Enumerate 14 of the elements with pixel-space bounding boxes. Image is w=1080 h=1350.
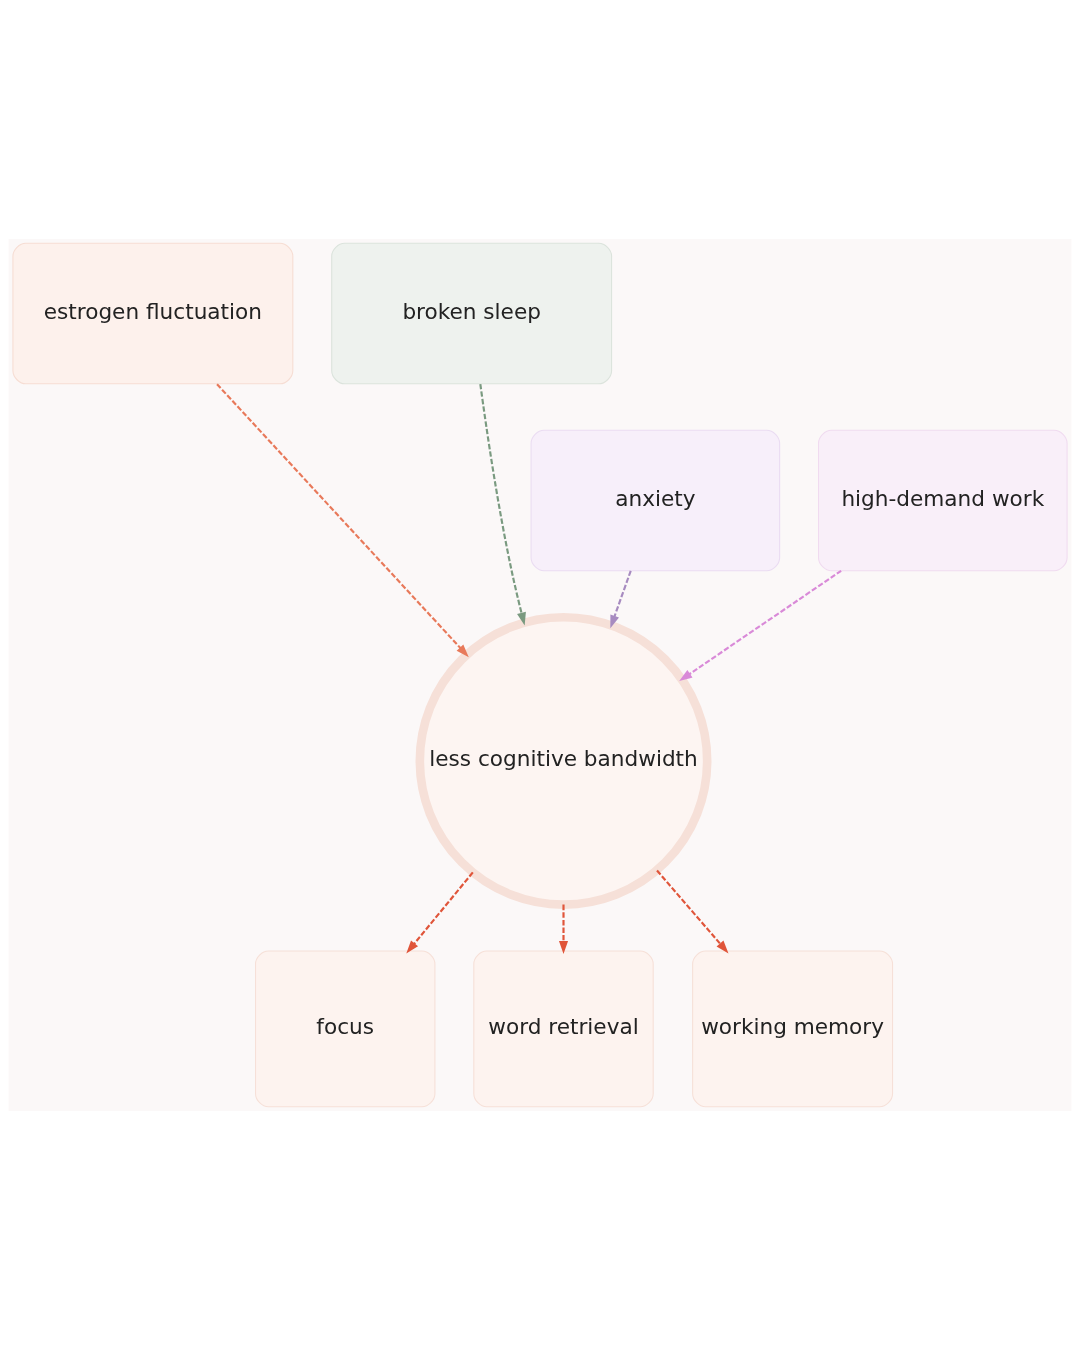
node-box: broken sleep [331,242,613,385]
arrow [406,871,474,954]
node-box: working memory [692,950,894,1108]
node-box: anxiety [530,429,781,572]
node-box: estrogen fluctuation [12,242,294,385]
arrow [679,569,842,682]
arrow [656,869,729,954]
node-box: focus [255,950,436,1108]
arrow [216,383,469,658]
arrow [610,570,632,629]
arrow [558,904,569,955]
node-box: high-demand work [818,429,1068,572]
node-box: word retrieval [473,950,654,1108]
arrow [479,383,526,626]
